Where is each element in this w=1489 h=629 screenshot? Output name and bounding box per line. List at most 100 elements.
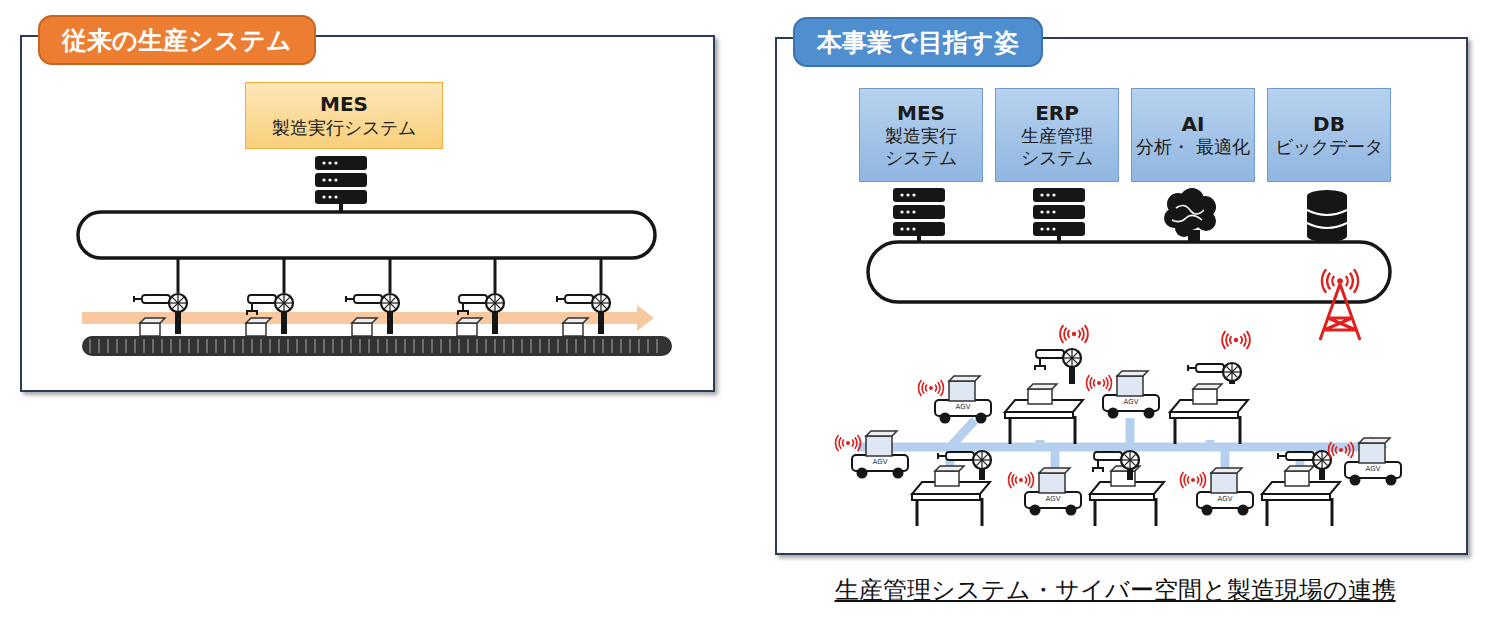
- wireless-dot: [1072, 332, 1076, 336]
- robot-arm: [1035, 349, 1081, 384]
- agv-vehicle: [935, 400, 991, 424]
- wireless-wave: [1321, 269, 1327, 294]
- wireless-wave: [1183, 474, 1187, 487]
- wireless-wave: [1196, 476, 1199, 484]
- workpiece-top: [1359, 438, 1390, 443]
- wireless-wave: [1345, 275, 1349, 286]
- wireless-wave: [835, 434, 839, 451]
- belt-segment: [450, 339, 451, 353]
- server-led: [906, 193, 909, 196]
- system-description: 分析・ 最適化: [1136, 136, 1250, 158]
- wireless-wave: [1067, 330, 1070, 339]
- belt-segment: [567, 339, 568, 353]
- system-description: 製造実行システム: [272, 117, 416, 139]
- robot-arm: [938, 451, 991, 480]
- workpiece: [1028, 384, 1057, 404]
- belt-segment: [612, 339, 613, 353]
- wireless-wave: [1328, 441, 1332, 458]
- wireless-wave: [1102, 379, 1105, 387]
- agv-wheel: [1030, 505, 1041, 516]
- server-unit: [1033, 222, 1085, 236]
- server-unit: [315, 156, 367, 170]
- workpiece: [935, 466, 964, 486]
- belt-segment: [270, 339, 271, 353]
- wireless-dot: [1019, 478, 1023, 482]
- server-led: [900, 193, 903, 196]
- belt-segment: [351, 339, 352, 353]
- workpiece-top: [246, 318, 271, 323]
- database-icon: [1307, 190, 1347, 242]
- work-table: [1090, 482, 1164, 526]
- material-flow: [858, 418, 1388, 492]
- wireless-wave: [1243, 333, 1247, 347]
- table-leg: [1239, 416, 1242, 444]
- robot-joint: [592, 294, 610, 312]
- robot-arm-link: [1286, 452, 1314, 460]
- agv-wheel: [893, 468, 904, 479]
- workpiece: [1359, 438, 1390, 463]
- server-led: [1040, 227, 1043, 230]
- joint-spoke: [384, 297, 395, 308]
- wireless-signal: [1321, 269, 1359, 294]
- workpiece-front: [563, 323, 583, 336]
- robot-arm-link: [354, 295, 382, 303]
- table-leg: [1331, 498, 1334, 526]
- wireless-wave: [1011, 474, 1015, 487]
- workpiece-top: [1028, 384, 1057, 389]
- workpiece-front: [1193, 389, 1217, 404]
- workpiece-top: [352, 318, 377, 323]
- db-ring: [1307, 210, 1347, 215]
- robot-arm-link: [1196, 364, 1224, 372]
- wireless-wave: [1350, 441, 1354, 458]
- robot-post: [175, 311, 181, 334]
- wireless-wave: [1063, 327, 1067, 341]
- agv-wheel: [1108, 408, 1119, 419]
- workpiece-top: [935, 466, 964, 471]
- workpiece: [457, 318, 482, 336]
- wireless-signal: [1008, 471, 1035, 488]
- robot-post: [598, 311, 604, 334]
- wireless-wave: [1108, 374, 1112, 391]
- server-unit: [893, 188, 945, 202]
- belt-segment: [252, 339, 253, 353]
- workpiece-top: [1285, 466, 1314, 471]
- workpiece-front: [246, 323, 266, 336]
- wireless-wave: [1246, 330, 1251, 349]
- belt-segment: [108, 339, 109, 353]
- wireless-signal: [1328, 441, 1355, 458]
- joint-spoke: [172, 297, 183, 308]
- robot-arm-link: [1094, 452, 1122, 460]
- wireless-wave: [854, 437, 858, 450]
- belt-segment: [369, 339, 370, 353]
- server-unit: [1033, 205, 1085, 219]
- robot-joint: [169, 294, 187, 312]
- table-edge: [912, 494, 980, 500]
- workpiece-front: [866, 436, 892, 456]
- workpiece-front: [1285, 471, 1309, 486]
- robot-arm-link: [946, 452, 974, 460]
- workpiece-front: [949, 381, 975, 401]
- belt-segment: [297, 339, 298, 353]
- wireless-dot: [1191, 478, 1195, 482]
- agv-vehicle: [1103, 395, 1159, 419]
- agv-wheel: [857, 468, 868, 479]
- belt-segment: [522, 339, 523, 353]
- belt-segment: [585, 339, 586, 353]
- agv-wheel: [1238, 505, 1249, 516]
- workpiece: [140, 318, 165, 336]
- robot-arm: [1093, 451, 1139, 480]
- db-ring: [1307, 223, 1347, 228]
- server-led: [906, 210, 909, 213]
- wireless-wave: [1331, 275, 1335, 286]
- belt-segment: [216, 339, 217, 353]
- workpiece: [1285, 466, 1314, 486]
- workpiece: [1039, 468, 1070, 493]
- agv-wheel: [976, 413, 987, 424]
- robot-joint: [1121, 451, 1139, 469]
- network-drop: [494, 258, 497, 293]
- workpiece: [1193, 384, 1222, 404]
- server-led: [912, 193, 915, 196]
- system-name: MES: [897, 101, 945, 125]
- robot-post: [492, 311, 498, 334]
- table-leg: [1074, 416, 1077, 444]
